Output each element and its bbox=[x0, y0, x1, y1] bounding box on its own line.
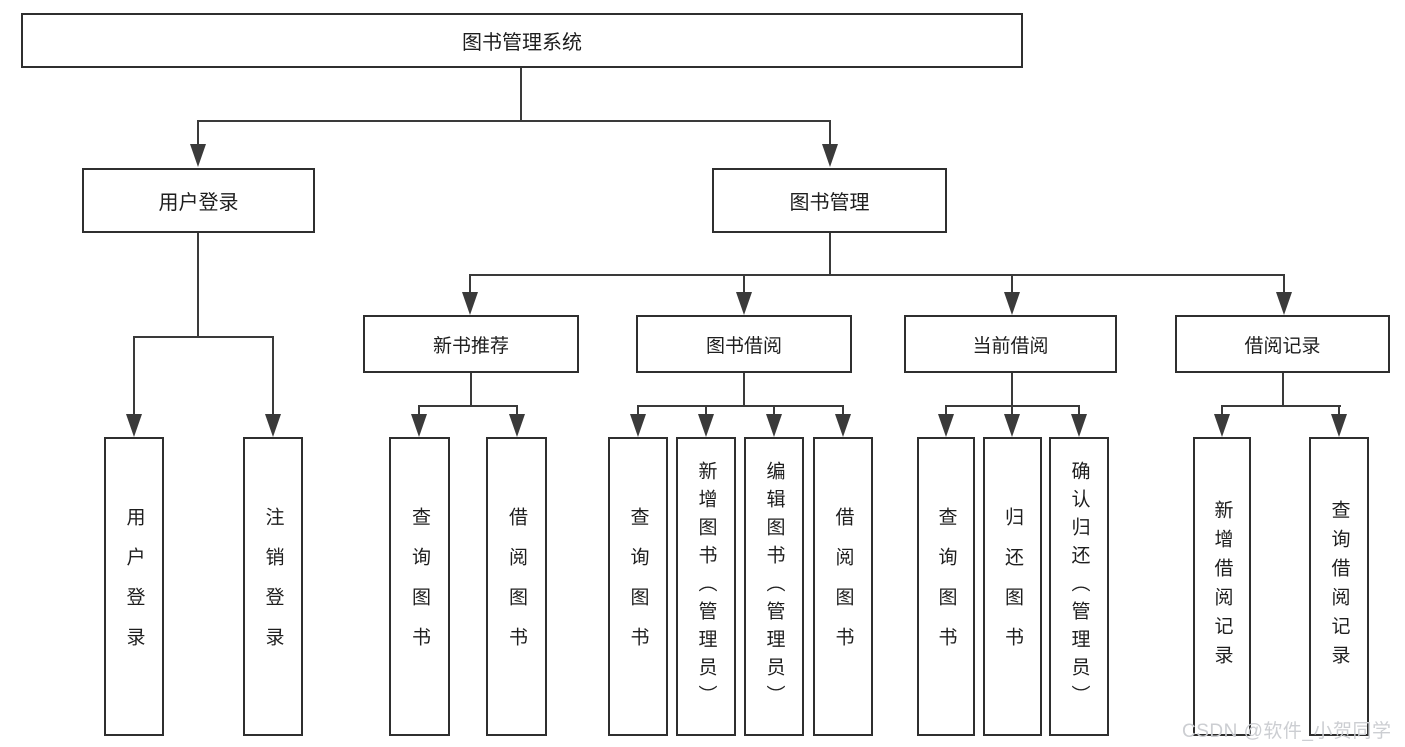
node-logout: 注销登录 bbox=[243, 437, 303, 736]
arrow-down-icon bbox=[822, 144, 838, 167]
node-new-book-recommendation: 新书推荐 bbox=[363, 315, 579, 373]
connector-vline bbox=[773, 405, 775, 415]
connector-vline bbox=[829, 120, 831, 146]
arrow-down-icon bbox=[736, 292, 752, 315]
arrow-down-icon bbox=[938, 414, 954, 437]
node-label: 查询借阅记录 bbox=[1328, 499, 1350, 674]
connector-vline bbox=[418, 405, 420, 415]
node-label: 用户登录 bbox=[123, 506, 145, 667]
node-borrowing-records: 借阅记录 bbox=[1175, 315, 1390, 373]
connector-vline bbox=[470, 373, 472, 405]
node-label: 借阅记录 bbox=[1244, 335, 1321, 357]
node-label: 借阅图书 bbox=[506, 506, 527, 667]
connector-vline bbox=[1283, 274, 1285, 294]
node-book-management-label: 图书管理 bbox=[789, 192, 870, 214]
arrow-down-icon bbox=[1071, 414, 1087, 437]
node-add-borrow-record: 新增借阅记录 bbox=[1193, 437, 1251, 736]
connector-vline bbox=[1011, 274, 1013, 294]
node-borrow-books-borrowing: 借阅图书 bbox=[813, 437, 873, 736]
arrow-down-icon bbox=[462, 292, 478, 315]
connector-hline bbox=[197, 120, 831, 122]
arrow-down-icon bbox=[1331, 414, 1347, 437]
arrow-down-icon bbox=[509, 414, 525, 437]
node-user-login: 用户登录 bbox=[82, 168, 315, 233]
connector-vline bbox=[1282, 373, 1284, 405]
connector-vline bbox=[197, 120, 199, 146]
node-edit-books-admin: 编辑图书（管理员） bbox=[744, 437, 804, 736]
node-add-books-admin: 新增图书（管理员） bbox=[676, 437, 736, 736]
arrow-down-icon bbox=[1004, 292, 1020, 315]
arrow-down-icon bbox=[190, 144, 206, 167]
connector-hline bbox=[637, 405, 844, 407]
arrow-down-icon bbox=[698, 414, 714, 437]
connector-vline bbox=[842, 405, 844, 415]
node-query-borrow-record: 查询借阅记录 bbox=[1309, 437, 1369, 736]
node-label: 新增图书（管理员） bbox=[695, 460, 717, 713]
node-root-label: 图书管理系统 bbox=[462, 32, 582, 54]
connector-vline bbox=[469, 274, 471, 294]
connector-vline bbox=[945, 405, 947, 415]
node-label: 查询图书 bbox=[935, 506, 957, 667]
connector-hline bbox=[469, 274, 1285, 276]
node-label: 确认归还（管理员） bbox=[1068, 460, 1090, 713]
node-label: 归还图书 bbox=[1002, 506, 1023, 667]
node-root: 图书管理系统 bbox=[21, 13, 1023, 68]
node-label: 注销登录 bbox=[262, 506, 284, 667]
arrow-down-icon bbox=[1004, 414, 1020, 437]
connector-vline bbox=[743, 373, 745, 405]
node-query-books-current: 查询图书 bbox=[917, 437, 975, 736]
watermark: CSDN @软件_小贺同学 bbox=[1182, 721, 1392, 742]
arrow-down-icon bbox=[1276, 292, 1292, 315]
node-label: 借阅图书 bbox=[832, 506, 854, 667]
connector-vline bbox=[1078, 405, 1080, 415]
node-login-action: 用户登录 bbox=[104, 437, 164, 736]
connector-vline bbox=[829, 233, 831, 274]
arrow-down-icon bbox=[265, 414, 281, 437]
node-user-login-label: 用户登录 bbox=[158, 192, 239, 214]
connector-vline bbox=[133, 336, 135, 416]
node-label: 新书推荐 bbox=[432, 335, 509, 357]
node-label: 查询图书 bbox=[627, 506, 649, 667]
node-query-books-borrowing: 查询图书 bbox=[608, 437, 668, 736]
arrow-down-icon bbox=[1214, 414, 1230, 437]
connector-hline bbox=[1221, 405, 1341, 407]
arrow-down-icon bbox=[126, 414, 142, 437]
node-label: 编辑图书（管理员） bbox=[763, 460, 785, 713]
node-borrow-books-recommend: 借阅图书 bbox=[486, 437, 547, 736]
node-current-borrowing: 当前借阅 bbox=[904, 315, 1117, 373]
node-confirm-return-admin: 确认归还（管理员） bbox=[1049, 437, 1109, 736]
node-query-books-recommend: 查询图书 bbox=[389, 437, 450, 736]
arrow-down-icon bbox=[766, 414, 782, 437]
connector-vline bbox=[516, 405, 518, 415]
arrow-down-icon bbox=[835, 414, 851, 437]
node-book-borrowing: 图书借阅 bbox=[636, 315, 852, 373]
connector-hline bbox=[418, 405, 518, 407]
connector-vline bbox=[1221, 405, 1223, 415]
node-label: 当前借阅 bbox=[972, 335, 1049, 357]
connector-hline bbox=[133, 336, 274, 338]
connector-vline bbox=[197, 233, 199, 336]
arrow-down-icon bbox=[411, 414, 427, 437]
node-return-books: 归还图书 bbox=[983, 437, 1042, 736]
connector-vline bbox=[272, 336, 274, 416]
connector-vline bbox=[1011, 373, 1013, 405]
connector-vline bbox=[520, 68, 522, 120]
connector-vline bbox=[637, 405, 639, 415]
connector-vline bbox=[743, 274, 745, 294]
node-book-management: 图书管理 bbox=[712, 168, 947, 233]
connector-vline bbox=[1011, 405, 1013, 415]
node-label: 新增借阅记录 bbox=[1211, 499, 1233, 674]
node-label: 查询图书 bbox=[409, 506, 430, 667]
connector-vline bbox=[1338, 405, 1340, 415]
node-label: 图书借阅 bbox=[705, 335, 782, 357]
connector-vline bbox=[705, 405, 707, 415]
arrow-down-icon bbox=[630, 414, 646, 437]
